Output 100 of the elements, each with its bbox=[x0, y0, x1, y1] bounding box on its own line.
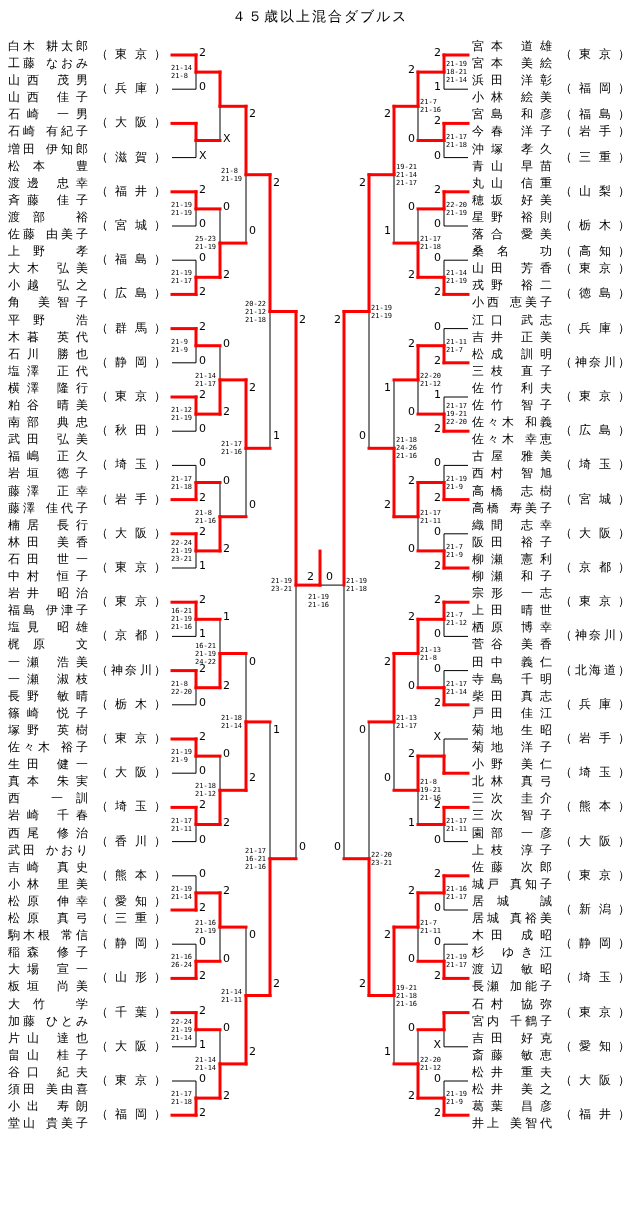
player-name: 松井 重夫 bbox=[472, 1065, 552, 1080]
player-name: 小林 絵美 bbox=[472, 90, 552, 106]
player-name: 一瀬 淑枝 bbox=[8, 671, 88, 687]
win-count: 0 bbox=[199, 422, 207, 437]
win-count: 2 bbox=[383, 654, 391, 669]
player-name: 渡部 裕 bbox=[8, 210, 88, 225]
prefecture-label: （福井） bbox=[96, 183, 166, 199]
win-count: 0 bbox=[433, 901, 441, 915]
player-name: 星野 裕則 bbox=[472, 210, 552, 225]
player-name: 柳瀬 憲利 bbox=[472, 552, 552, 567]
player-name: 大竹 学 bbox=[8, 996, 88, 1012]
prefecture-label: （兵庫） bbox=[560, 320, 630, 336]
win-count: 2 bbox=[358, 175, 366, 190]
win-count: 0 bbox=[383, 771, 391, 786]
player-name: 穂坂 好美 bbox=[472, 192, 552, 208]
player-name: 篠崎 悦子 bbox=[8, 705, 88, 721]
win-count: 1 bbox=[407, 815, 415, 830]
prefecture-label: （広島） bbox=[96, 286, 166, 302]
win-count: 0 bbox=[433, 524, 441, 539]
player-name: 藤澤 佳代子 bbox=[8, 500, 88, 516]
win-count: 2 bbox=[407, 63, 415, 78]
win-count: 2 bbox=[407, 268, 415, 283]
player-name: 岩井 昭治 bbox=[8, 586, 88, 602]
player-name: 園部 一彦 bbox=[472, 825, 552, 841]
player-name: 畠山 桂子 bbox=[8, 1047, 88, 1063]
player-name: 西尾 修治 bbox=[8, 825, 88, 841]
player-name: 真本 朱実 bbox=[8, 774, 88, 790]
player-name: 高橋 寿美子 bbox=[472, 500, 552, 516]
win-count: 0 bbox=[249, 497, 257, 512]
player-name: 横澤 隆行 bbox=[8, 381, 88, 396]
prefecture-label: （北海道） bbox=[560, 662, 630, 678]
player-name: 松井 美之 bbox=[472, 1082, 552, 1097]
win-count: 0 bbox=[299, 839, 307, 854]
player-name: 佐藤 次郎 bbox=[472, 859, 552, 875]
player-name: 城戸 真知子 bbox=[472, 876, 552, 892]
player-name: 須田 美由喜 bbox=[8, 1082, 88, 1097]
prefecture-label: （山形） bbox=[96, 970, 166, 986]
win-count: 2 bbox=[433, 866, 441, 881]
player-name: 石崎 一男 bbox=[8, 107, 88, 123]
win-count: X bbox=[199, 148, 208, 163]
player-name: 稲森 修子 bbox=[8, 945, 88, 961]
player-name: 居城 真裕美 bbox=[472, 911, 552, 926]
player-name: 斉藤 佳子 bbox=[8, 192, 88, 208]
prefecture-label: （愛知） bbox=[560, 1038, 630, 1054]
player-name: 武田 かおり bbox=[8, 842, 88, 858]
prefecture-label: （秋田） bbox=[96, 423, 166, 439]
win-count: 2 bbox=[273, 976, 281, 991]
win-count: 0 bbox=[433, 217, 441, 231]
player-name: 堂山 貴美子 bbox=[8, 1116, 88, 1132]
win-count: 0 bbox=[223, 199, 231, 214]
prefecture-label: （兵庫） bbox=[560, 696, 630, 712]
prefecture-label: （熊本） bbox=[560, 799, 630, 815]
prefecture-label: （静岡） bbox=[96, 936, 166, 952]
player-name: 上野 孝 bbox=[8, 244, 88, 260]
player-name: 今春 洋子 bbox=[472, 124, 552, 140]
win-count: 0 bbox=[325, 570, 333, 585]
win-count: 2 bbox=[273, 175, 281, 190]
player-name: 福嶋 正久 bbox=[8, 449, 88, 465]
player-name: 柴田 真志 bbox=[472, 688, 552, 704]
win-count: 2 bbox=[199, 182, 207, 197]
win-count: 2 bbox=[333, 312, 341, 327]
player-name: 宮内 千鶴子 bbox=[472, 1013, 552, 1029]
win-count: 1 bbox=[223, 610, 231, 625]
win-count: 0 bbox=[223, 1020, 231, 1035]
win-count: 0 bbox=[433, 661, 441, 676]
prefecture-label: （東京） bbox=[560, 389, 630, 404]
player-name: 林田 美香 bbox=[8, 534, 88, 550]
player-name: 小林 里美 bbox=[8, 876, 88, 892]
player-name: 居城 誠 bbox=[472, 894, 552, 909]
prefecture-label: （広島） bbox=[560, 423, 630, 439]
prefecture-label: （東京） bbox=[96, 47, 166, 62]
win-count: 0 bbox=[433, 148, 441, 163]
player-name: 平野 浩 bbox=[8, 312, 88, 328]
player-name: 角 美智子 bbox=[8, 295, 88, 311]
prefecture-label: （栃木） bbox=[560, 218, 630, 233]
player-name: 菅谷 美香 bbox=[472, 637, 552, 653]
player-name: 長瀬 加能子 bbox=[472, 979, 552, 995]
win-count: 2 bbox=[433, 969, 441, 984]
prefecture-label: （宮城） bbox=[560, 491, 630, 507]
win-count: 1 bbox=[199, 559, 207, 573]
win-count: 2 bbox=[433, 559, 441, 573]
win-count: 0 bbox=[407, 952, 415, 967]
win-count: 0 bbox=[199, 251, 207, 266]
prefecture-label: （埼玉） bbox=[560, 765, 630, 781]
win-count: 0 bbox=[407, 1020, 415, 1035]
win-count: 2 bbox=[433, 353, 441, 368]
win-count: 2 bbox=[223, 541, 231, 556]
prefecture-label: （福井） bbox=[560, 1107, 630, 1123]
player-name: 上田 晴世 bbox=[472, 603, 552, 619]
player-name: 谷口 紀夫 bbox=[8, 1065, 88, 1080]
win-count: 0 bbox=[433, 456, 441, 471]
player-name: 丸山 信重 bbox=[472, 175, 552, 191]
win-count: 0 bbox=[358, 722, 366, 737]
win-count: 0 bbox=[199, 832, 207, 847]
prefecture-label: （福島） bbox=[560, 107, 630, 123]
player-name: 田中 義仁 bbox=[472, 654, 552, 670]
win-count: 2 bbox=[433, 114, 441, 129]
prefecture-label: （岩手） bbox=[96, 491, 166, 507]
player-name: 宮島 和彦 bbox=[472, 107, 552, 123]
prefecture-label: （高知） bbox=[560, 244, 630, 260]
